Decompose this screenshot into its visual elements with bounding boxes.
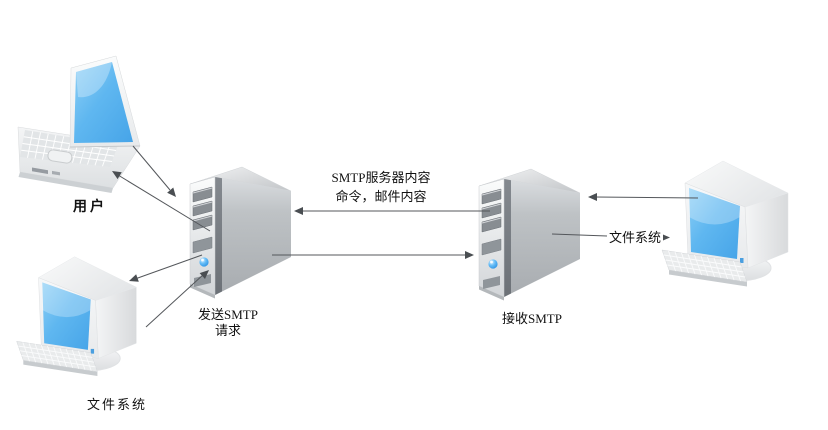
server-tower-icon: [189, 166, 292, 299]
laptop-icon: [17, 55, 141, 193]
top-edge-label-line1: SMTP服务器内容: [331, 170, 431, 185]
send-server-label-line2: 请求: [214, 323, 241, 338]
right-file-system-edge-label: 文件系统: [609, 230, 662, 245]
desktop-computer-icon: [16, 256, 137, 377]
arrow-send-server-to-left-file-system: [129, 254, 203, 282]
arrow-receive-to-right-file-system: [551, 233, 670, 241]
laptop-node-label: 用户: [73, 200, 107, 215]
send-server-label-line1: 发送SMTP: [198, 307, 258, 322]
left-file-system-node-label: 文件系统: [86, 397, 147, 412]
top-edge-label: SMTP服务器内容 命令，邮件内容: [281, 168, 481, 206]
receive-server-node-label: 接收SMTP: [502, 311, 562, 326]
edges-layer: [112, 145, 699, 328]
arrow-send-to-receive-bottom: [272, 251, 474, 259]
arrow-laptop-to-send-server: [132, 145, 176, 197]
arrow-send-server-to-laptop: [112, 171, 211, 232]
arrow-receive-to-send-top: [294, 207, 490, 215]
arrow-right-file-system-to-receive: [588, 193, 699, 201]
top-edge-label-line2: 命令，邮件内容: [335, 189, 427, 204]
send-server-node-label: 发送SMTP 请求: [153, 307, 303, 339]
arrow-left-file-system-to-send-server: [145, 270, 209, 328]
desktop-computer-icon: [661, 160, 789, 287]
